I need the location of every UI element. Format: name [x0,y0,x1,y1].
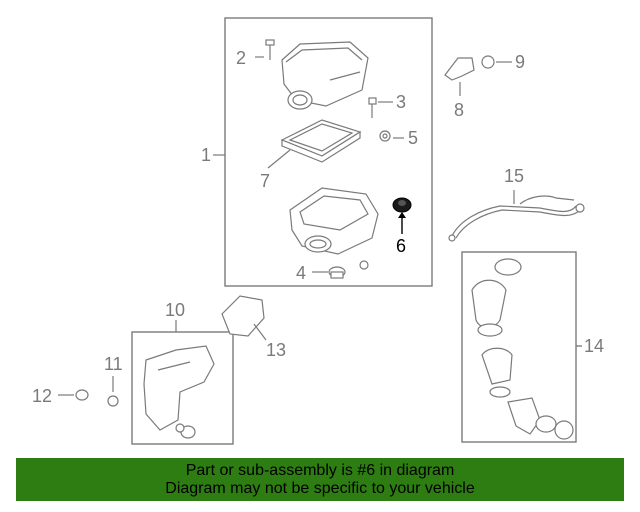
callout-5: 5 [408,128,418,148]
callout-13: 13 [266,340,286,360]
part-12-bolt[interactable] [58,389,89,401]
part-air-cleaner-lower[interactable] [289,187,379,255]
callout-3: 3 [396,92,406,112]
info-banner: Part or sub-assembly is #6 in diagram Di… [16,458,624,501]
part-2-bolt[interactable] [255,39,275,60]
callout-7: 7 [260,171,270,191]
banner-line-2: Diagram may not be specific to your vehi… [165,479,475,497]
part-7-filter[interactable] [267,119,362,169]
group-box-10 [131,331,234,445]
callout-15: 15 [504,166,524,186]
part-air-cleaner-cover[interactable] [281,41,369,110]
callout-11: 11 [104,354,123,374]
banner-line-1: Part or sub-assembly is #6 in diagram [185,461,455,479]
callout-9: 9 [515,52,525,72]
part-15-hose[interactable] [448,190,585,242]
callout-4: 4 [296,263,306,283]
part-3-bolt[interactable] [368,97,393,118]
callout-12: 12 [32,386,52,406]
part-5-grommet[interactable] [379,130,404,142]
part-9-bolt[interactable] [481,55,512,69]
part-10-resonator[interactable] [143,345,215,439]
callout-1: 1 [201,145,211,165]
callout-10: 10 [165,300,185,320]
part-13-sensor[interactable] [221,295,267,341]
group-box-14 [461,251,577,443]
callout-8: 8 [454,100,464,120]
part-11-clip[interactable] [107,376,119,407]
part-6-grommet-highlighted[interactable] [392,197,412,234]
part-8-bracket[interactable] [444,57,475,96]
callout-6: 6 [396,236,406,256]
part-14-duct[interactable] [471,258,582,440]
callout-2: 2 [236,48,246,68]
group-box-1 [224,17,433,287]
part-4-grommet[interactable] [312,260,369,279]
callout-14: 14 [584,336,604,356]
